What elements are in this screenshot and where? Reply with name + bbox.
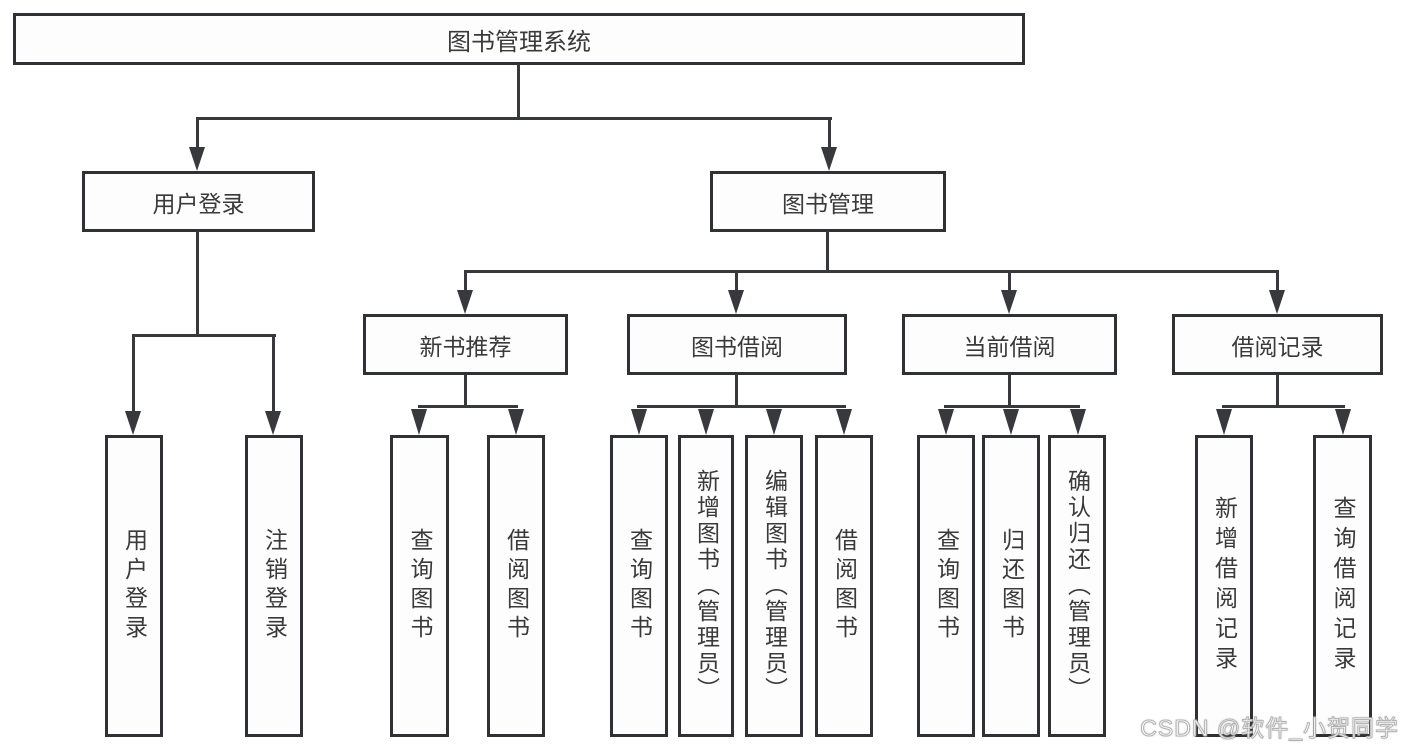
connector-rail-book-management [464, 270, 1279, 273]
arrow-down-icon [411, 409, 427, 435]
arrow-down-icon [821, 147, 837, 171]
node-label: 借阅记录 [1231, 333, 1324, 360]
arrow-down-icon [1003, 409, 1019, 435]
node-borrow-records: 借阅记录 [1172, 314, 1383, 375]
leaf-br-add-record: 新增借阅记录 [1195, 435, 1253, 737]
arrow-down-icon [631, 409, 647, 435]
leaf-bb-add-books-admin: 新增图书（管理员） [678, 435, 734, 737]
node-label: 用户登录 [121, 528, 148, 644]
connector-drop-leaf-logout [272, 336, 275, 412]
connector-drop-current-borrow [1008, 272, 1011, 292]
arrow-down-icon [1216, 409, 1232, 435]
node-root-library-system: 图书管理系统 [13, 13, 1025, 65]
leaf-br-query-record: 查询借阅记录 [1313, 435, 1372, 737]
leaf-logout: 注销登录 [245, 435, 303, 737]
connector-rail-current-borrow [944, 405, 1080, 408]
node-label: 图书管理系统 [447, 28, 591, 56]
leaf-bb-edit-books-admin: 编辑图书（管理员） [745, 435, 803, 737]
arrow-down-icon [1070, 409, 1086, 435]
arrow-down-icon [1001, 290, 1017, 314]
leaf-nb-borrow-books: 借阅图书 [487, 435, 545, 737]
node-label: 查询借阅记录 [1330, 496, 1356, 676]
connector-stem-current-borrow [1008, 374, 1011, 408]
connector-rail-borrow-records [1222, 405, 1345, 408]
node-label: 当前借阅 [963, 333, 1056, 360]
leaf-cb-confirm-return-admin: 确认归还（管理员） [1048, 435, 1106, 737]
arrow-down-icon [728, 290, 744, 314]
node-label: 新增图书（管理员） [693, 469, 720, 703]
arrow-down-icon [766, 409, 782, 435]
connector-rail-book-borrow [637, 405, 846, 408]
node-label: 查询图书 [933, 528, 960, 644]
node-current-borrow: 当前借阅 [902, 314, 1117, 375]
arrow-down-icon [265, 411, 281, 435]
leaf-cb-query-books: 查询图书 [917, 435, 975, 737]
connector-drop-leaf-login [132, 336, 135, 412]
node-label: 图书借阅 [691, 333, 783, 360]
arrow-down-icon [189, 147, 205, 171]
node-label: 图书管理 [782, 190, 874, 217]
csdn-watermark: CSDN @软件_小贺同学 [1140, 715, 1399, 742]
connector-stem-root [517, 64, 520, 120]
connector-drop-new-book [464, 272, 467, 292]
arrow-down-icon [508, 409, 524, 435]
connector-drop-book-management [828, 119, 831, 149]
node-label: 查询图书 [407, 528, 433, 644]
node-label: 归还图书 [998, 528, 1025, 644]
node-label: 新增借阅记录 [1211, 496, 1238, 676]
node-label: 用户登录 [152, 190, 245, 217]
connector-rail-new-book [418, 405, 518, 408]
connector-drop-user-login [196, 119, 199, 149]
node-label: 借阅图书 [503, 528, 530, 644]
connector-stem-borrow-records [1276, 374, 1279, 408]
arrow-down-icon [938, 409, 954, 435]
connector-stem-book-borrow [735, 374, 738, 408]
arrow-down-icon [1335, 409, 1351, 435]
leaf-nb-query-books: 查询图书 [390, 435, 449, 737]
connector-stem-book-management [826, 231, 829, 273]
node-label: 新书推荐 [419, 333, 512, 360]
node-label: 编辑图书（管理员） [761, 469, 788, 703]
node-label: 注销登录 [261, 528, 288, 644]
node-label: 确认归还（管理员） [1064, 469, 1091, 703]
connector-rail-root [196, 117, 832, 120]
node-label: 查询图书 [626, 528, 653, 644]
connector-rail-user-login [132, 334, 276, 337]
connector-drop-book-borrow [735, 272, 738, 292]
node-user-login: 用户登录 [82, 171, 315, 232]
arrow-down-icon [836, 409, 852, 435]
connector-drop-borrow-records [1276, 272, 1279, 292]
node-book-borrow: 图书借阅 [627, 314, 847, 375]
leaf-bb-query-books: 查询图书 [610, 435, 668, 737]
arrow-down-icon [457, 290, 473, 314]
node-new-book-recommend: 新书推荐 [363, 314, 568, 375]
connector-stem-new-book [464, 374, 467, 408]
leaf-bb-borrow-books: 借阅图书 [815, 435, 873, 737]
leaf-user-login: 用户登录 [105, 435, 163, 737]
arrow-down-icon [1269, 290, 1285, 314]
arrow-down-icon [125, 411, 141, 435]
arrow-down-icon [698, 409, 714, 435]
node-label: 借阅图书 [831, 528, 858, 644]
leaf-cb-return-books: 归还图书 [982, 435, 1040, 737]
connector-stem-user-login [196, 231, 199, 337]
node-book-management: 图书管理 [710, 171, 946, 232]
